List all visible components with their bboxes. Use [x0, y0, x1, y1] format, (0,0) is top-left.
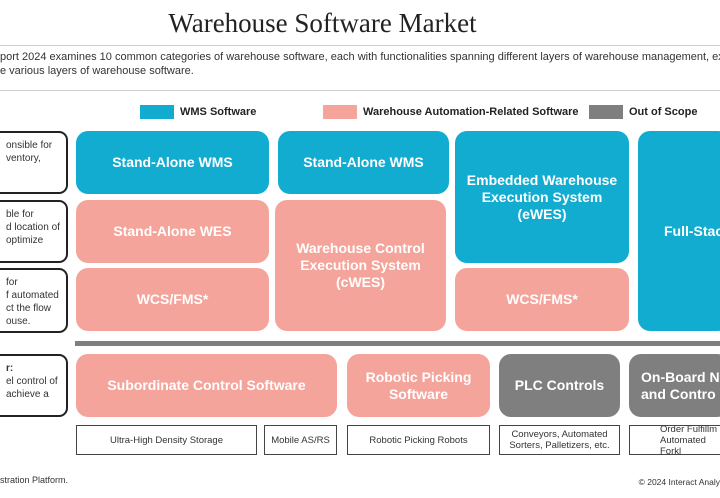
layer-text: d location of	[6, 222, 60, 233]
layer-text: onsible for	[6, 140, 53, 151]
stand-alone-wms-block-1: Stand-Alone WMS	[76, 131, 269, 194]
intro-line-2: e various layers of warehouse software.	[0, 65, 194, 77]
layer-text: el control of	[6, 376, 58, 387]
legend-label-wms: WMS Software	[180, 106, 257, 118]
legend-swatch-wms	[140, 105, 174, 119]
layer-text: ouse.	[6, 316, 31, 327]
robotic-picking-software-block: Robotic Picking Software	[347, 354, 490, 417]
hardware-box-conveyors: Conveyors, Automated Sorters, Palletizer…	[499, 425, 620, 455]
layer-text: optimize	[6, 235, 44, 246]
layer-box-wes: ble for d location of optimize	[0, 200, 68, 263]
footer-copyright: © 2024 Interact Analy	[638, 477, 720, 487]
full-stack-block: Full-Stac	[638, 131, 720, 331]
ewes-block: Embedded Warehouse Execution System (eWE…	[455, 131, 629, 263]
stand-alone-wes-block: Stand-Alone WES	[76, 200, 269, 263]
legend-swatch-automation	[323, 105, 357, 119]
subordinate-control-block: Subordinate Control Software	[76, 354, 337, 417]
layer-box-subordinate: r: el control of achieve a	[0, 354, 68, 417]
layer-text: r:	[6, 363, 14, 374]
layer-box-wcs: for f automated ct the flow ouse.	[0, 268, 68, 333]
layer-text: achieve a	[6, 389, 49, 400]
hardware-box-robotic-picking: Robotic Picking Robots	[347, 425, 490, 455]
cwes-block: Warehouse Control Execution System (cWES…	[275, 200, 446, 331]
layer-text: for	[6, 277, 18, 288]
wcs-fms-block-2: WCS/FMS*	[455, 268, 629, 331]
layer-box-wms: onsible for ventory,	[0, 131, 68, 194]
stand-alone-wms-block-2: Stand-Alone WMS	[278, 131, 449, 194]
plc-controls-block: PLC Controls	[499, 354, 620, 417]
hardware-box-mobile-asrs: Mobile AS/RS	[264, 425, 337, 455]
hardware-box-order-fulfillment: Order Fulfillm Automated Forkl	[629, 425, 720, 455]
layer-text: ble for	[6, 209, 34, 220]
footer-left-text: stration Platform.	[0, 475, 69, 485]
legend-swatch-out-of-scope	[589, 105, 623, 119]
title-divider	[0, 45, 720, 46]
layer-text: ventory,	[6, 153, 41, 164]
layer-text: ct the flow	[6, 303, 52, 314]
layer-text: f automated	[6, 290, 59, 301]
intro-text: port 2024 examines 10 common categories …	[0, 50, 720, 90]
layer-divider-bar	[75, 341, 720, 346]
wcs-fms-block-1: WCS/FMS*	[76, 268, 269, 331]
intro-line-1: port 2024 examines 10 common categories …	[0, 51, 720, 63]
page-title: Warehouse Software Market	[168, 8, 477, 38]
hardware-box-ultra-high-density: Ultra-High Density Storage	[76, 425, 257, 455]
legend-label-automation: Warehouse Automation-Related Software	[363, 106, 579, 118]
on-board-control-block: On-Board N and Contro	[629, 354, 720, 417]
legend-label-out-of-scope: Out of Scope	[629, 106, 698, 118]
intro-divider	[0, 90, 720, 91]
